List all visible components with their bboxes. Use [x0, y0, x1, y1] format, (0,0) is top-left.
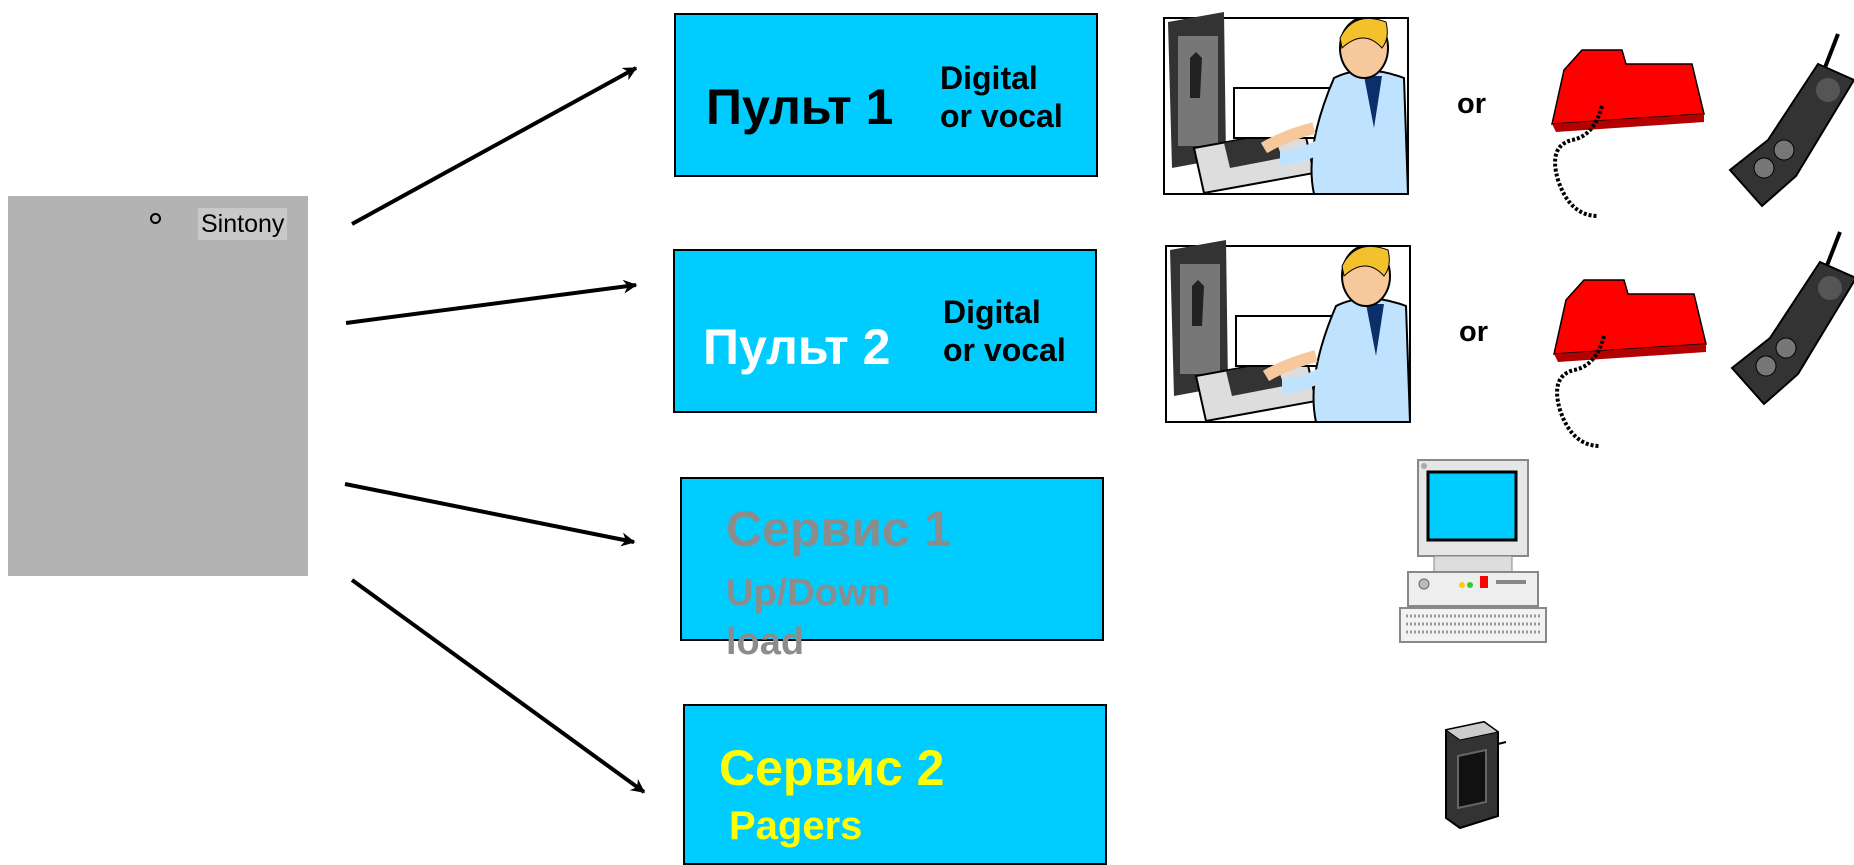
service-2-box: Сервис 2 Pagers: [683, 704, 1107, 865]
arrow-to-service-1: [344, 482, 636, 547]
pult-2-note-line2: or vocal: [943, 332, 1066, 368]
mobile-phone-icon: [1730, 231, 1854, 406]
or-label-row-1: or: [1457, 88, 1486, 120]
desk-phone-icon: [1553, 279, 1707, 448]
service-1-box: [680, 477, 1104, 641]
sintony-source-panel: [8, 196, 308, 576]
pult-2-title: Пульт 2: [703, 319, 891, 375]
pult-1-box: Пульт 1 Digital or vocal: [674, 13, 1098, 177]
service-1-sub-line2: load: [726, 621, 805, 663]
service-2-sub-line1: Pagers: [729, 804, 863, 848]
service-1-sub-line1: Up/Down: [726, 572, 891, 614]
arrow-to-pult-1: [351, 66, 638, 226]
desk-phone-icon: [1551, 49, 1705, 218]
mobile-phone-icon: [1728, 33, 1854, 208]
pult-2-box: Пульт 2 Digital or vocal: [673, 249, 1097, 413]
pult-1-note-line2: or vocal: [940, 98, 1063, 134]
arrow-to-service-2: [350, 578, 646, 794]
operator-at-computer-icon: [1165, 240, 1412, 423]
operator-at-computer-icon: [1163, 12, 1410, 195]
arrow-to-pult-2: [345, 279, 638, 325]
pager-icon: [1444, 720, 1507, 830]
desktop-computer-icon: [1399, 459, 1547, 643]
service-1-title: Сервис 1: [726, 501, 952, 557]
source-label: Sintony: [198, 208, 288, 240]
pult-1-title: Пульт 1: [706, 79, 894, 135]
pult-2-note-line1: Digital: [943, 294, 1041, 330]
service-2-title: Сервис 2: [719, 740, 945, 796]
pult-1-note-line1: Digital: [940, 60, 1038, 96]
source-indicator-dot: [150, 213, 161, 224]
or-label-row-2: or: [1459, 316, 1488, 348]
